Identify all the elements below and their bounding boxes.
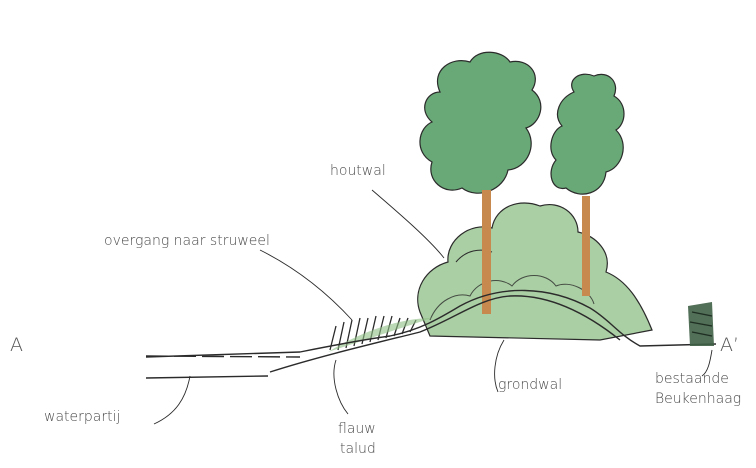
label-waterpartij: waterpartij bbox=[44, 408, 120, 426]
label-overgang-naar-struweel: overgang naar struweel bbox=[104, 232, 270, 250]
shrub-mass bbox=[418, 203, 652, 340]
label-grondwal: grondwal bbox=[498, 376, 562, 394]
struweel-hatch bbox=[328, 316, 432, 352]
label-beukenhaag: Beukenhaag bbox=[655, 390, 741, 408]
label-bestaande: bestaande bbox=[655, 370, 729, 388]
label-flauw: flauw bbox=[338, 420, 376, 438]
section-marker-a: A bbox=[10, 336, 23, 354]
section-marker-a-prime: A’ bbox=[720, 336, 739, 354]
label-houtwal: houtwal bbox=[330, 162, 386, 180]
beech-hedge bbox=[688, 302, 714, 346]
label-talud: talud bbox=[340, 440, 376, 458]
